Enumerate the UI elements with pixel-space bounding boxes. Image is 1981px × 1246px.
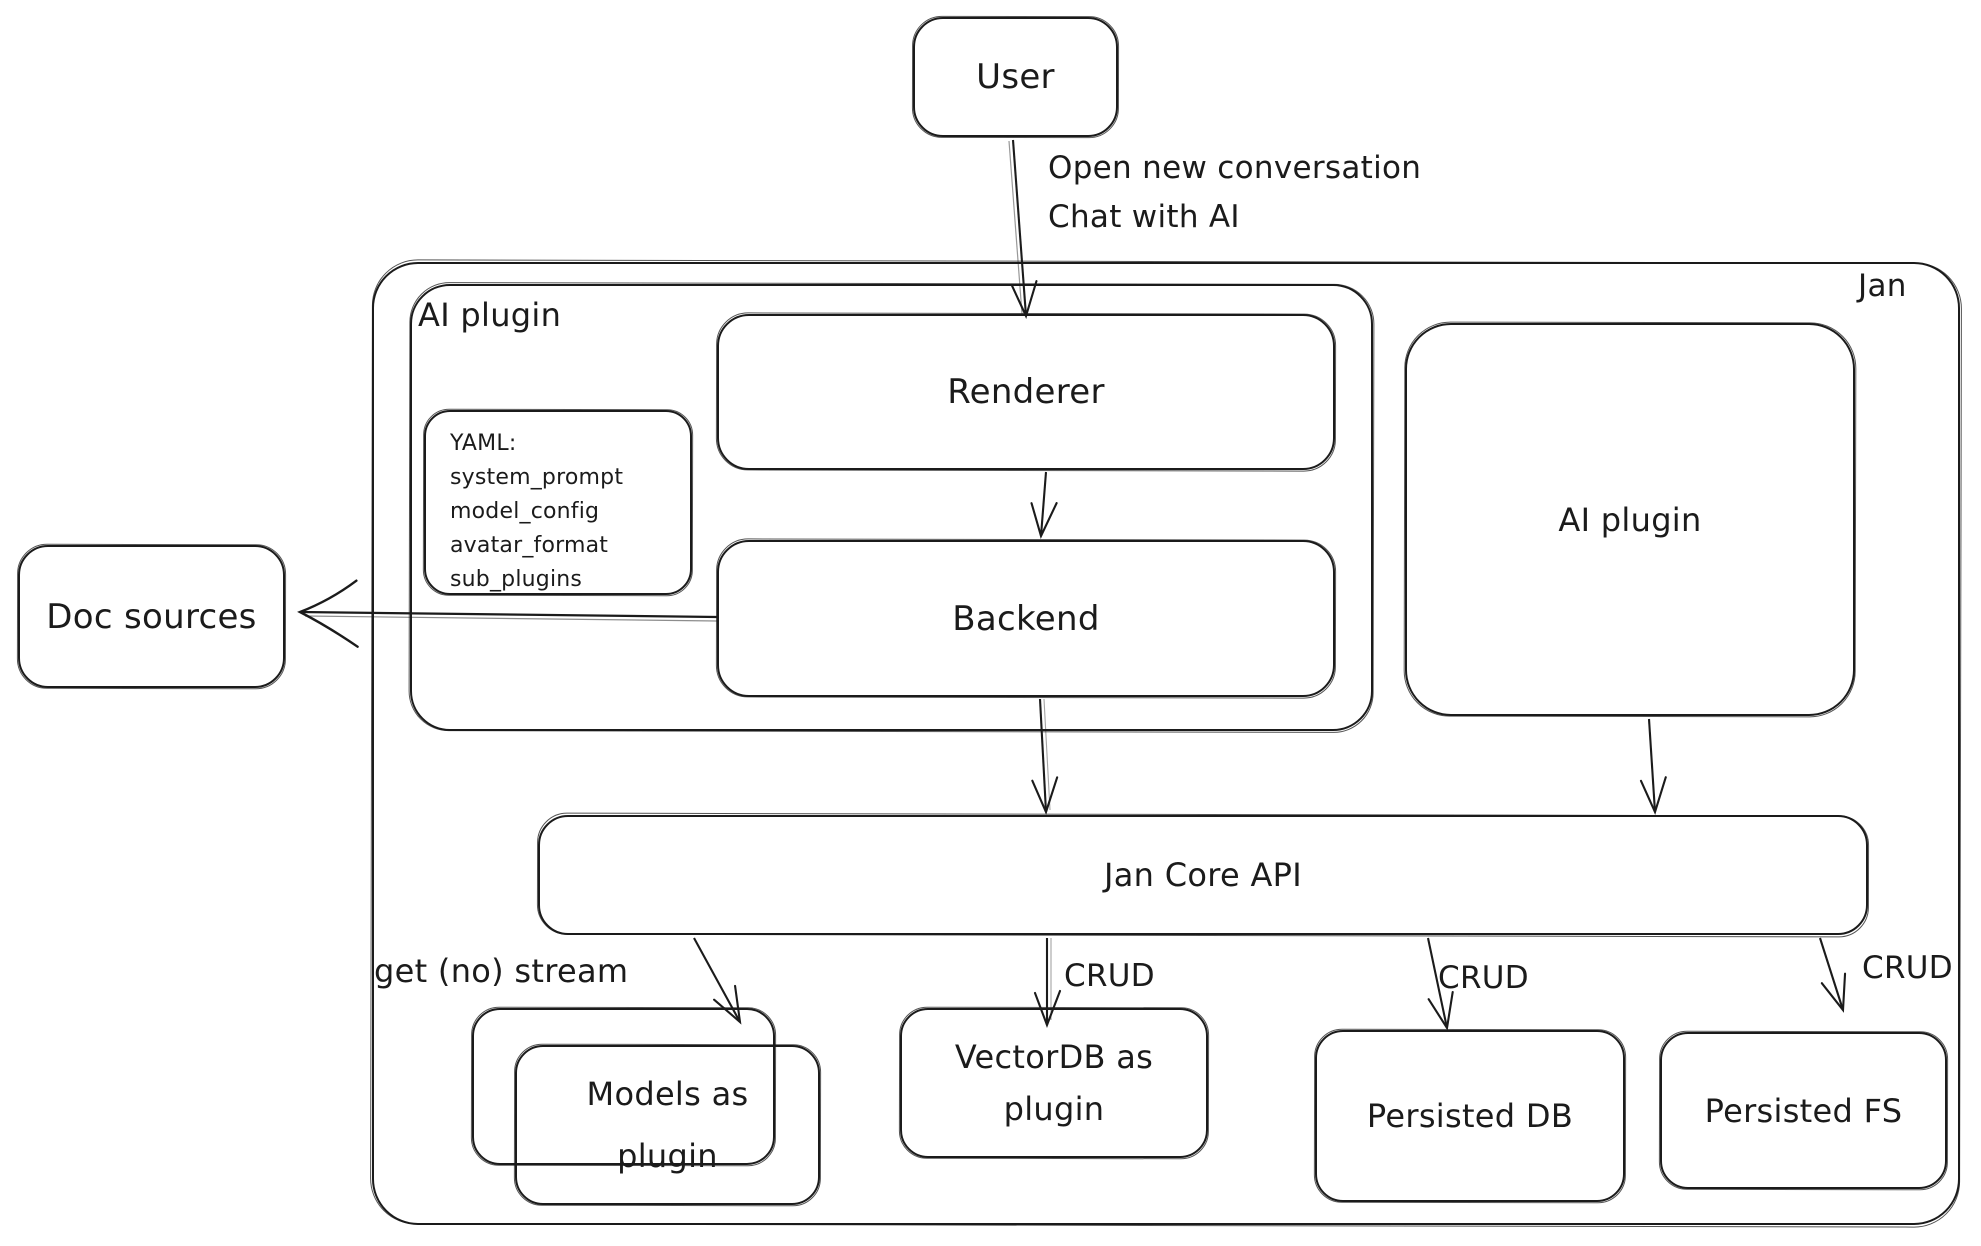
user-node-label: User (976, 57, 1055, 97)
open-conversation-label-line2: Chat with AI (1048, 199, 1240, 235)
open-conversation-label-line1: Open new conversation (1048, 150, 1422, 186)
models-plugin-label-line1: Models as (586, 1075, 749, 1113)
yaml-line: system_prompt (450, 465, 624, 490)
yaml-line: YAML: (450, 431, 517, 456)
renderer-node-label: Renderer (947, 372, 1105, 412)
ai-plugin-node: AI plugin (1405, 323, 1855, 716)
vectordb-plugin-label-line1: VectorDB as (954, 1038, 1154, 1076)
doc-sources-node: Doc sources (18, 545, 285, 688)
models-plugin-label-line2: plugin (617, 1137, 718, 1175)
backend-node-label: Backend (952, 598, 1100, 639)
backend-node: Backend (717, 540, 1335, 697)
ai-plugin-group-label: AI plugin (418, 296, 562, 334)
vectordb-plugin-node: VectorDB as plugin (900, 1008, 1208, 1158)
crud-label-vectordb: CRUD (1064, 958, 1155, 994)
yaml-line: model_config (450, 499, 600, 524)
vectordb-plugin-label-line2: plugin (1003, 1090, 1105, 1128)
doc-sources-node-label: Doc sources (46, 596, 257, 637)
jan-core-api-node: Jan Core API (538, 815, 1868, 935)
yaml-note: YAML: system_prompt model_config avatar_… (424, 410, 692, 595)
yaml-line: sub_plugins (450, 567, 583, 592)
crud-label-persisted-fs: CRUD (1862, 950, 1953, 986)
jan-core-api-node-label: Jan Core API (1104, 856, 1302, 894)
crud-label-persisted-db: CRUD (1438, 960, 1529, 996)
persisted-db-node: Persisted DB (1315, 1030, 1625, 1202)
models-plugin-node: Models as plugin (515, 1045, 820, 1205)
jan-group-box (372, 262, 1960, 1225)
ai-plugin-node-label: AI plugin (1558, 500, 1702, 539)
renderer-node: Renderer (717, 314, 1335, 470)
get-no-stream-label: get (no) stream (374, 952, 629, 990)
ai-plugin-group-box (410, 284, 1373, 731)
vectordb-plugin-node-label: VectorDB as plugin (955, 1031, 1153, 1135)
persisted-db-node-label: Persisted DB (1366, 1097, 1574, 1135)
yaml-note-text: YAML: system_prompt model_config avatar_… (426, 412, 690, 593)
persisted-fs-node: Persisted FS (1660, 1032, 1947, 1189)
persisted-fs-node-label: Persisted FS (1704, 1091, 1903, 1130)
yaml-line: avatar_format (450, 533, 609, 558)
jan-group-label: Jan (1858, 268, 1907, 304)
models-plugin-node-label: Models as plugin (587, 1063, 749, 1187)
user-node: User (913, 17, 1118, 137)
